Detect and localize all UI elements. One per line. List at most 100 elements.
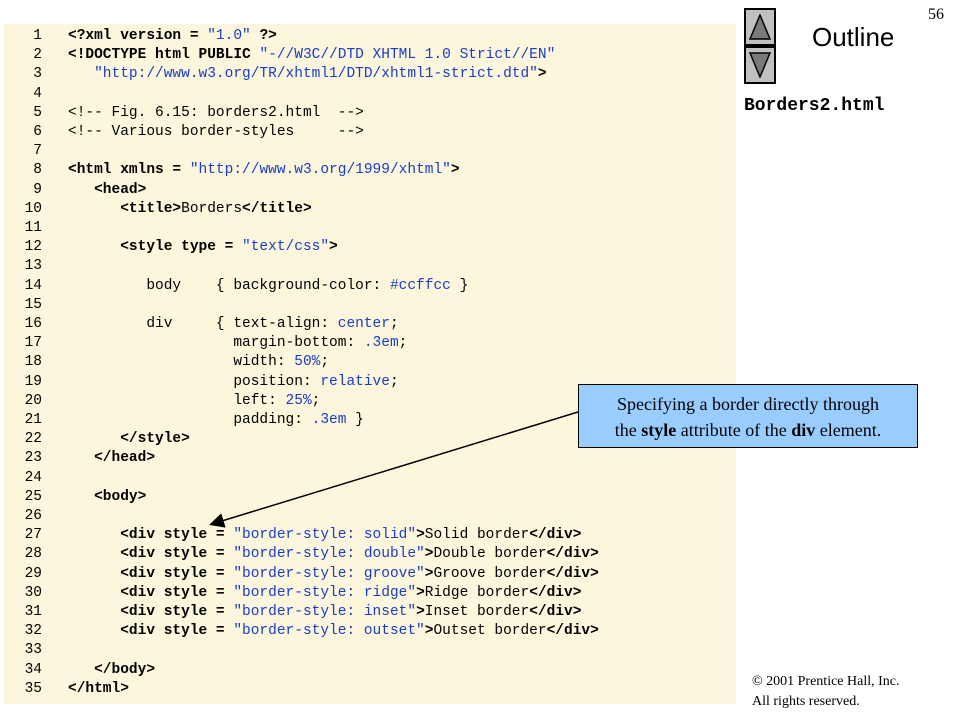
code-text: <title>Borders</title> <box>68 200 312 217</box>
copyright-line: © 2001 Prentice Hall, Inc. <box>752 674 900 689</box>
code-line: 5 <!-- Fig. 6.15: borders2.html --> <box>4 104 736 123</box>
line-number: 9 <box>33 181 42 198</box>
code-text: margin-bottom: .3em; <box>68 335 408 352</box>
line-number: 16 <box>24 316 42 332</box>
line-number: 33 <box>24 642 42 659</box>
triangle-down-icon <box>749 52 771 78</box>
line-number: 34 <box>24 661 42 678</box>
line-number: 28 <box>24 546 42 563</box>
next-slide-button[interactable] <box>744 46 776 84</box>
code-text: <html xmlns = "http://www.w3.org/1999/xh… <box>68 162 460 179</box>
code-text: <div style = "border-style: double">Doub… <box>68 546 599 563</box>
code-line: 8 <html xmlns = "http://www.w3.org/1999/x… <box>4 161 736 180</box>
line-number: 3 <box>33 66 42 83</box>
code-line: 4 <box>4 85 736 104</box>
line-number: 12 <box>24 239 42 256</box>
code-text: <!DOCTYPE html PUBLIC "-//W3C//DTD XHTML… <box>68 47 556 64</box>
code-line: 29 <div style = "border-style: groove">G… <box>4 565 736 584</box>
code-text: <!-- Fig. 6.15: borders2.html --> <box>68 104 364 121</box>
callout-box: Specifying a border directly through the… <box>578 384 918 448</box>
code-line: 3 "http://www.w3.org/TR/xhtml1/DTD/xhtml… <box>4 65 736 84</box>
code-text: </head> <box>68 450 156 467</box>
code-line: 17 margin-bottom: .3em; <box>4 334 736 353</box>
line-number: 25 <box>24 488 42 505</box>
previous-slide-button[interactable] <box>744 8 776 46</box>
line-number: 26 <box>24 508 42 524</box>
code-text: body { background-color: #ccffcc } <box>68 277 469 294</box>
code-line: 34 </body> <box>4 661 736 680</box>
code-line: 25 <body> <box>4 488 736 507</box>
code-line: 7 <box>4 142 736 161</box>
line-number: 21 <box>24 412 42 428</box>
line-number: 2 <box>33 47 42 64</box>
slide-number: 56 <box>928 6 944 23</box>
code-text: <style type = "text/css"> <box>68 239 338 256</box>
line-number: 23 <box>24 450 42 467</box>
code-text: padding: .3em } <box>68 412 364 428</box>
line-number: 35 <box>24 680 42 697</box>
code-text: <div style = "border-style: outset">Outs… <box>68 623 599 640</box>
file-title: Borders2.html <box>744 96 885 116</box>
line-number: 15 <box>24 296 42 313</box>
code-text: <body> <box>68 488 147 505</box>
code-text: left: 25%; <box>68 392 321 409</box>
code-text: <div style = "border-style: groove">Groo… <box>68 565 599 582</box>
code-text: "http://www.w3.org/TR/xhtml1/DTD/xhtml1-… <box>94 66 547 83</box>
line-number: 14 <box>24 277 42 294</box>
code-text: position: relative; <box>68 373 399 390</box>
line-number: 7 <box>33 143 42 160</box>
line-number: 4 <box>33 85 42 102</box>
line-number: 5 <box>33 104 42 121</box>
code-line: 23 </head> <box>4 449 736 468</box>
code-text: <?xml version = "1.0" ?> <box>68 28 277 44</box>
callout-line-1: Specifying a border directly through <box>617 394 879 414</box>
copyright-notice: © 2001 Prentice Hall, Inc. All rights re… <box>752 672 900 712</box>
line-number: 24 <box>24 469 42 486</box>
code-text: <div style = "border-style: solid">Solid… <box>68 527 582 544</box>
code-line: 20 left: 25%; <box>4 392 736 411</box>
code-line: 28 <div style = "border-style: double">D… <box>4 545 736 564</box>
callout-line-2: the style attribute of the div element. <box>614 420 882 440</box>
code-text: div { text-align: center; <box>68 316 399 332</box>
outline-link[interactable]: Outline <box>812 22 895 52</box>
line-number: 18 <box>24 354 42 371</box>
code-line: 1 <?xml version = "1.0" ?> <box>4 27 736 46</box>
line-number: 31 <box>24 604 42 620</box>
line-number: 6 <box>33 124 42 140</box>
code-line: 30 <div style = "border-style: ridge">Ri… <box>4 584 736 603</box>
rights-line: All rights reserved. <box>752 694 860 709</box>
code-line: 18 width: 50%; <box>4 353 736 372</box>
code-text: <div style = "border-style: inset">Inset… <box>68 604 582 620</box>
code-text: width: 50%; <box>68 354 330 371</box>
triangle-up-icon <box>749 14 771 40</box>
code-line: 27 <div style = "border-style: solid">So… <box>4 526 736 545</box>
code-listing: 1 <?xml version = "1.0" ?> 2 <!DOCTYPE html… <box>4 24 736 704</box>
code-line: 26 <box>4 507 736 526</box>
code-line: 19 position: relative; <box>4 373 736 392</box>
code-text: <!-- Various border-styles --> <box>68 124 364 140</box>
line-number: 19 <box>24 373 42 390</box>
code-text: </html> <box>68 680 129 697</box>
line-number: 22 <box>24 431 42 448</box>
code-line: 33 <box>4 641 736 660</box>
code-line: 11 <box>4 219 736 238</box>
line-number: 20 <box>24 392 42 409</box>
line-number: 8 <box>33 162 42 179</box>
line-number: 10 <box>24 200 42 217</box>
code-line: 13 <box>4 257 736 276</box>
code-line: 9 <head> <box>4 181 736 200</box>
code-text: <div style = "border-style: ridge">Ridge… <box>68 584 582 601</box>
code-line: 14 body { background-color: #ccffcc } <box>4 277 736 296</box>
line-number: 1 <box>33 28 42 44</box>
code-line: 2 <!DOCTYPE html PUBLIC "-//W3C//DTD XHTM… <box>4 46 736 65</box>
line-number: 30 <box>24 584 42 601</box>
line-number: 32 <box>24 623 42 640</box>
line-number: 17 <box>24 335 42 352</box>
code-line: 15 <box>4 296 736 315</box>
code-line: 35 </html> <box>4 680 736 699</box>
code-line: 21 padding: .3em } <box>4 411 736 430</box>
code-text: </body> <box>68 661 156 678</box>
line-number: 27 <box>24 527 42 544</box>
code-line: 32 <div style = "border-style: outset">O… <box>4 622 736 641</box>
